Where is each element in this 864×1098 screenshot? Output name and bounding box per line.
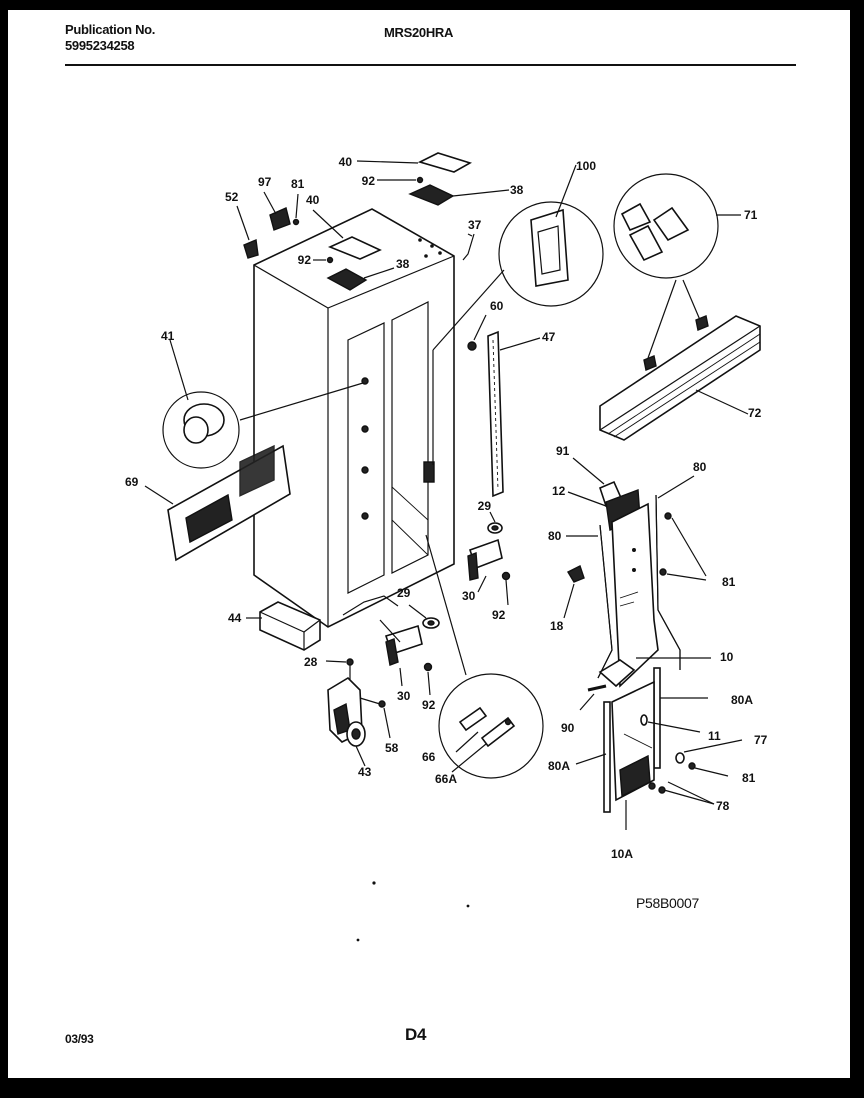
callout-label: 80 — [693, 460, 707, 474]
callout-label: 66 — [422, 750, 436, 764]
callout-label: 72 — [748, 406, 762, 420]
callout-label: 78 — [716, 799, 730, 813]
callout-label: 44 — [228, 611, 242, 625]
toe-grille-72 — [599, 315, 761, 441]
callout-label: 12 — [552, 484, 566, 498]
callout-label: 58 — [385, 741, 399, 755]
drawing-number: P58B0007 — [636, 895, 699, 911]
callout-label: 92 — [362, 174, 376, 188]
detail-circle-66 — [425, 534, 544, 779]
model-number: MRS20HRA — [384, 25, 454, 40]
callout-label: 11 — [708, 729, 721, 743]
publication-label: Publication No. — [65, 22, 156, 37]
detail-circle-41 — [162, 339, 364, 469]
gasket-80-left — [566, 524, 613, 679]
hinge-lower-right — [467, 511, 511, 606]
page-number: D4 — [405, 1025, 427, 1044]
callout-label: 18 — [550, 619, 564, 633]
panel-69 — [144, 444, 291, 562]
spacer-77 — [675, 739, 743, 764]
callout-label: 69 — [125, 475, 139, 489]
junction-box-44 — [246, 601, 321, 651]
callout-label: 37 — [468, 218, 482, 232]
footer-date: 03/93 — [65, 1032, 94, 1046]
hinge-lower-left — [379, 604, 440, 696]
callout-label: 81 — [742, 771, 756, 785]
gasket-80-right — [655, 475, 695, 670]
hinge-cover-top — [356, 152, 473, 173]
callout-label: 92 — [422, 698, 436, 712]
callout-label: 41 — [161, 329, 175, 343]
spacer-90 — [579, 684, 607, 711]
callout-label: 38 — [510, 183, 524, 197]
callout-label: 80A — [731, 693, 753, 707]
callout-label: 92 — [492, 608, 506, 622]
callout-label: 60 — [490, 299, 504, 313]
callout-label: 38 — [396, 257, 410, 271]
callout-label: 30 — [397, 689, 411, 703]
callout-label: 81 — [291, 177, 305, 191]
callout-label: 66A — [435, 772, 457, 786]
detail-circle-71 — [613, 173, 741, 359]
callout-label: 43 — [358, 765, 372, 779]
trim-strip-47 — [487, 330, 541, 498]
callout-label: 91 — [556, 444, 570, 458]
exploded-view-diagram: 40 92 38 100 71 97 81 52 40 37 92 38 60 … — [65, 64, 796, 942]
detail-circle-100 — [432, 164, 604, 465]
callout-label: 97 — [258, 175, 272, 189]
callout-label: 29 — [478, 499, 492, 513]
callout-label: 29 — [397, 586, 411, 600]
callout-label: 28 — [304, 655, 318, 669]
callout-label: 90 — [561, 721, 575, 735]
callout-label: 10 — [720, 650, 734, 664]
screw-60 — [467, 314, 487, 351]
callout-label: 71 — [744, 208, 758, 222]
callout-label: 47 — [542, 330, 556, 344]
hinge-cover-cabinet — [312, 209, 395, 291]
callout-label: 80A — [548, 759, 570, 773]
panel-10A — [611, 680, 701, 830]
callout-label: 92 — [298, 253, 312, 267]
bracket-97 — [263, 191, 300, 231]
panel-10 — [598, 502, 711, 688]
gasket-80A-left — [575, 701, 611, 813]
callout-label: 40 — [339, 155, 353, 169]
hinge-top — [377, 176, 510, 206]
callout-label: 77 — [754, 733, 768, 747]
callout-label: 100 — [576, 159, 596, 173]
cabinet-shell — [253, 208, 455, 628]
callout-label: 52 — [225, 190, 239, 204]
publication-number: 5995234258 — [65, 38, 135, 53]
screws-78 — [648, 781, 715, 805]
callout-label: 30 — [462, 589, 476, 603]
parts-diagram-sheet: Publication No. 5995234258 MRS20HRA — [8, 10, 850, 1078]
screw-81-lower — [688, 762, 729, 777]
callout-label: 10A — [611, 847, 633, 861]
callout-label: 40 — [306, 193, 320, 207]
clip-18 — [563, 565, 585, 619]
callout-label: 81 — [722, 575, 736, 589]
roller-assembly-43 — [325, 658, 391, 767]
clip-37 — [462, 233, 475, 261]
screws-81 — [659, 512, 707, 581]
callout-label: 80 — [548, 529, 562, 543]
bracket-52 — [236, 205, 259, 259]
